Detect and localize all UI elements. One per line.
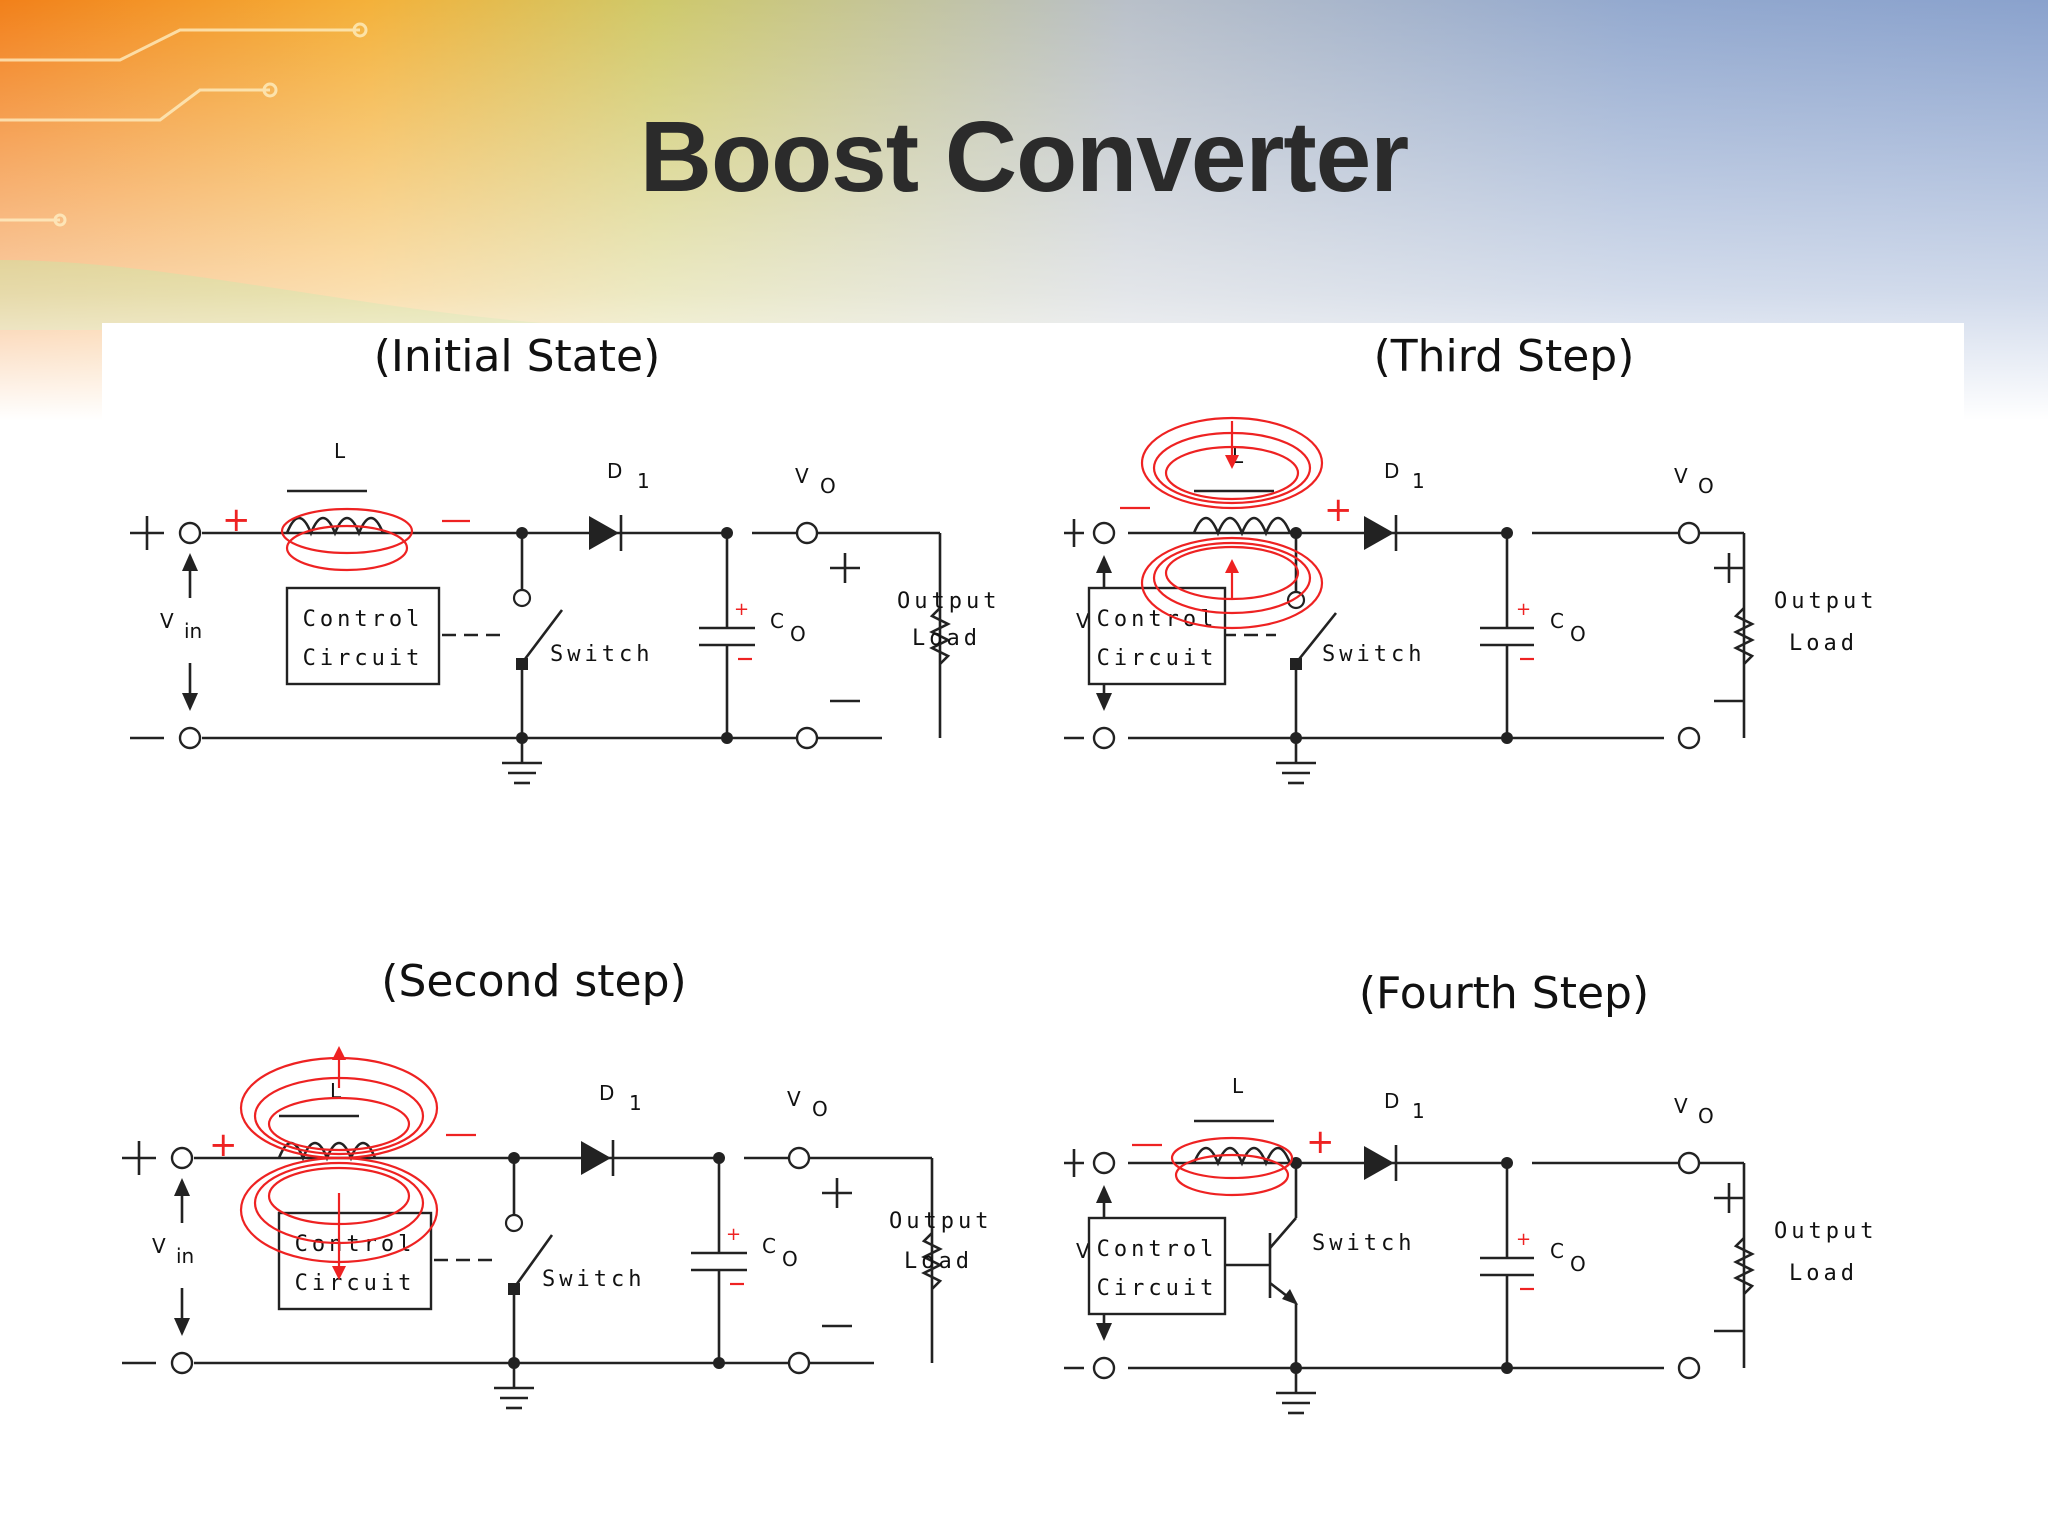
- output-label: Output: [1774, 1219, 1877, 1244]
- circuit-third-step: (Third Step): [1064, 331, 1877, 785]
- svg-text:+: +: [222, 500, 251, 540]
- vin-label: V: [152, 1234, 166, 1258]
- diode-subscript: 1: [1412, 1099, 1425, 1123]
- cap-subscript: O: [790, 622, 806, 646]
- load-label: Load: [904, 1249, 973, 1274]
- diode-subscript: 1: [637, 469, 650, 493]
- caption-initial-state: (Initial State): [374, 331, 661, 382]
- control-label: Control: [295, 1232, 416, 1257]
- cap-label: C: [1550, 609, 1564, 633]
- svg-text:+: +: [209, 1125, 238, 1165]
- diode-label: D: [1384, 1089, 1399, 1113]
- vout-label: V: [1674, 1094, 1688, 1118]
- load-label: Load: [1789, 1261, 1858, 1286]
- vout-label: V: [795, 464, 809, 488]
- control-label: Control: [1097, 1237, 1218, 1262]
- vin-label: V: [1076, 609, 1090, 633]
- caption-second-step: (Second step): [381, 956, 686, 1007]
- vout-subscript: O: [812, 1097, 828, 1121]
- control-label: Control: [303, 607, 424, 632]
- inductor-label: L: [334, 439, 346, 463]
- inductor-label: L: [1232, 1074, 1244, 1098]
- vout-subscript: O: [1698, 1104, 1714, 1128]
- inductor-label: L: [330, 1079, 342, 1103]
- cap-subscript: O: [1570, 622, 1586, 646]
- svg-text:+: +: [734, 599, 749, 620]
- output-label: Output: [897, 589, 1000, 614]
- vin-subscript: in: [184, 619, 202, 643]
- circuit-initial-state: (Initial State): [130, 331, 1000, 785]
- slide-title: Boost Converter: [639, 101, 1409, 213]
- control-circuit-box: [285, 586, 441, 686]
- vin-label: V: [1076, 1239, 1090, 1263]
- caption-fourth-step: (Fourth Step): [1359, 968, 1649, 1019]
- diode-label: D: [607, 459, 622, 483]
- diode-subscript: 1: [629, 1091, 642, 1115]
- cap-label: C: [762, 1234, 776, 1258]
- svg-text:+: +: [1516, 599, 1531, 620]
- circuit-second-step: (Second step): [122, 956, 992, 1410]
- diode-label: D: [599, 1081, 614, 1105]
- diode-label: D: [1384, 459, 1399, 483]
- output-label: Output: [1774, 589, 1877, 614]
- vout-subscript: O: [820, 474, 836, 498]
- cap-label: C: [1550, 1239, 1564, 1263]
- circuit-fourth-step: (Fourth Step): [1064, 968, 1877, 1415]
- switch-label: Switch: [1312, 1231, 1415, 1256]
- boost-converter-diagrams: (Initial State): [122, 331, 1877, 1415]
- svg-text:+: +: [726, 1224, 741, 1245]
- cap-subscript: O: [1570, 1252, 1586, 1276]
- circuit-label: Circuit: [1097, 1276, 1218, 1301]
- control-label: Control: [1097, 607, 1218, 632]
- switch-label: Switch: [550, 642, 653, 667]
- vout-subscript: O: [1698, 474, 1714, 498]
- svg-text:+: +: [1516, 1229, 1531, 1250]
- load-label: Load: [912, 626, 981, 651]
- circuit-label: Circuit: [303, 646, 424, 671]
- vout-label: V: [787, 1087, 801, 1111]
- load-label: Load: [1789, 631, 1858, 656]
- circuit-label: Circuit: [295, 1271, 416, 1296]
- circuit-label: Circuit: [1097, 646, 1218, 671]
- switch-label: Switch: [1322, 642, 1425, 667]
- vout-label: V: [1674, 464, 1688, 488]
- vin-label: V: [160, 609, 174, 633]
- cap-subscript: O: [782, 1247, 798, 1271]
- switch-label: Switch: [542, 1267, 645, 1292]
- vin-subscript: in: [176, 1244, 194, 1268]
- diode-subscript: 1: [1412, 469, 1425, 493]
- caption-third-step: (Third Step): [1374, 331, 1635, 382]
- diagram-panel: (Initial State): [102, 323, 1964, 1423]
- svg-text:+: +: [1306, 1122, 1335, 1162]
- output-label: Output: [889, 1209, 992, 1234]
- cap-label: C: [770, 609, 784, 633]
- svg-text:+: +: [1324, 490, 1353, 530]
